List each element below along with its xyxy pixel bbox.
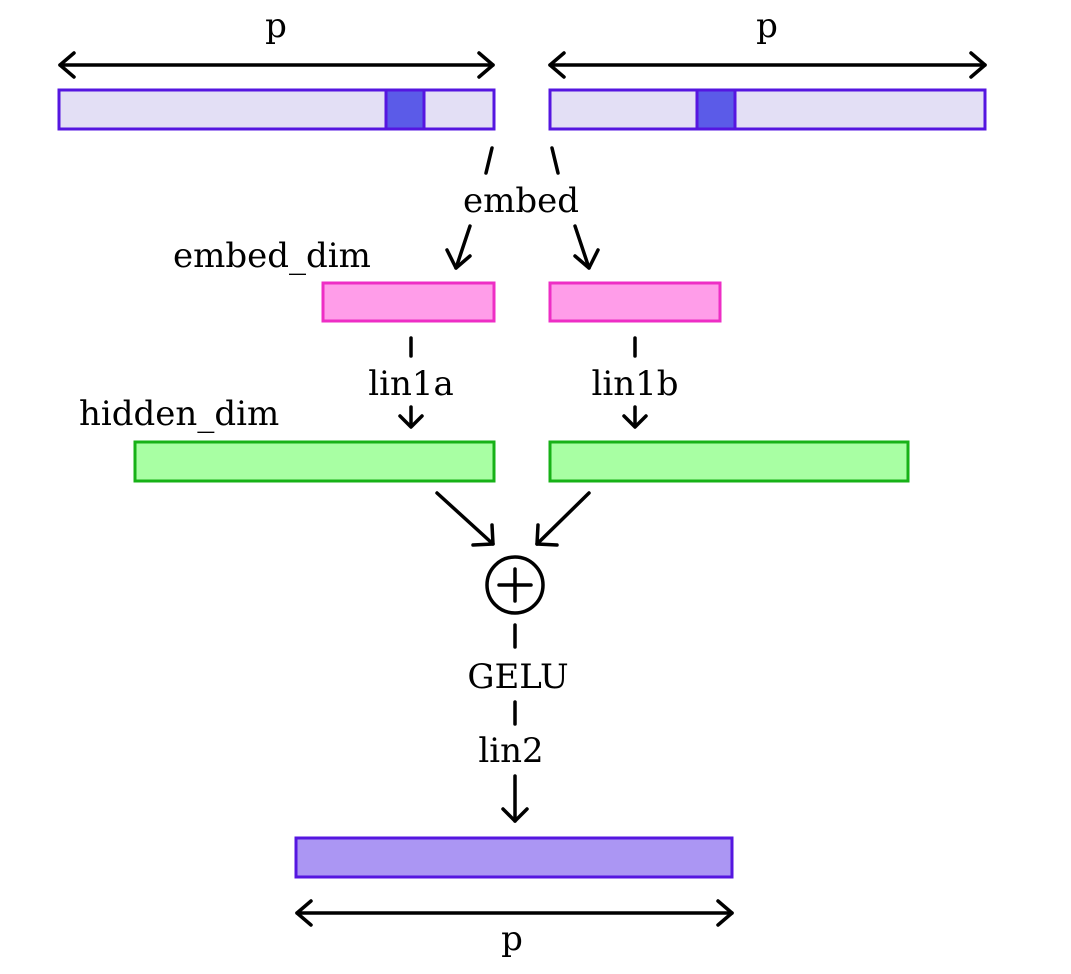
hidden-dim-label: hidden_dim: [79, 394, 279, 434]
embed-label: embed: [463, 181, 579, 221]
embed-connector-right-top: [550, 146, 560, 175]
embed-arrow-right: [573, 224, 600, 270]
lin1a-arrow: [398, 405, 424, 429]
hidden-vector-a: [133, 440, 496, 483]
sum-arrow-right: [535, 491, 591, 547]
onehot-vector-b-active: [695, 88, 737, 131]
onehot-vector-a-active: [384, 88, 426, 131]
onehot-vector-a: [57, 88, 496, 131]
lin1b-arrow: [622, 405, 648, 429]
embed-arrow-left: [445, 224, 472, 270]
hidden-vector-b: [548, 440, 910, 483]
onehot-vector-b: [548, 88, 987, 131]
p-label-right: p: [756, 6, 778, 46]
lin1a-label: lin1a: [368, 364, 454, 404]
dimension-arrow-bottom: [295, 899, 734, 927]
sum-arrow-left: [435, 491, 495, 547]
embed-connector-left-top: [484, 146, 494, 175]
gelu-label: GELU: [467, 657, 568, 697]
embedding-vector-a: [321, 281, 496, 323]
plus-circle-icon: [485, 555, 545, 615]
lin1b-label: lin1b: [591, 364, 678, 404]
p-label-left: p: [265, 6, 287, 46]
output-vector: [294, 836, 734, 879]
embedding-vector-b: [548, 281, 722, 323]
dimension-arrow-right: [548, 51, 987, 79]
p-label-bottom: p: [501, 919, 523, 959]
lin2-label: lin2: [478, 731, 543, 771]
dimension-arrow-left: [58, 51, 495, 79]
embed-dim-label: embed_dim: [173, 236, 371, 276]
lin2-arrow: [501, 774, 529, 823]
